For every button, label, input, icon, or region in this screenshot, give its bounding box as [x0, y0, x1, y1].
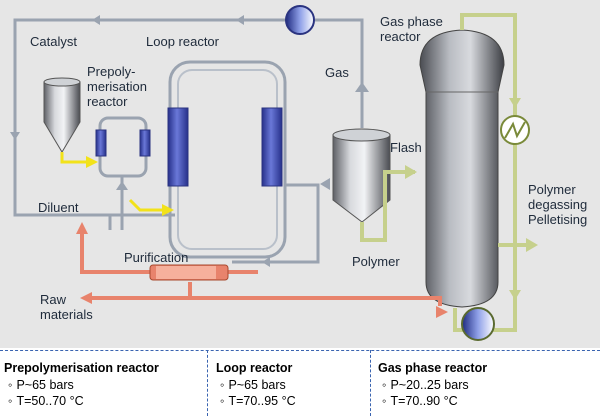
loop-reactor-jacket-left — [167, 107, 189, 187]
diluent-label: Diluent — [38, 200, 79, 215]
process-flow-svg — [10, 5, 538, 341]
prepolymerisation-reactor-label: Prepoly- merisation reactor — [87, 64, 147, 109]
table-column-loop: Loop reactor P~65 bars T=70..95 °C — [216, 351, 366, 417]
raw-materials-label: Raw materials — [40, 292, 93, 322]
loop-outlet-arrow — [320, 178, 330, 190]
column-item: P~20..25 bars — [382, 377, 578, 393]
recycle-arrow-1 — [509, 98, 521, 108]
flow-arrow-top-2 — [236, 15, 244, 25]
flash-label: Flash — [390, 140, 422, 155]
flow-arrow-left — [10, 132, 20, 140]
conditions-table: Prepolymerisation reactor P~65 bars T=50… — [0, 350, 600, 417]
gas-feed-arrow — [436, 306, 448, 318]
loop-reactor-jacket-right — [261, 107, 283, 187]
process-diagram — [0, 0, 600, 348]
column-item: T=70..95 °C — [220, 393, 366, 409]
catalyst-label: Catalyst — [30, 34, 77, 49]
table-column-prepolymerisation: Prepolymerisation reactor P~65 bars T=50… — [4, 351, 204, 417]
flash-vessel — [332, 134, 391, 223]
polymer-arrow — [405, 165, 417, 179]
raw-materials-arrow — [80, 292, 92, 304]
diluent-line — [80, 232, 442, 306]
gas-phase-reactor — [419, 29, 505, 308]
gas-arrow — [355, 82, 369, 92]
table-column-gas-phase: Gas phase reactor P~20..25 bars T=70..90… — [378, 351, 578, 417]
column-title: Loop reactor — [216, 361, 293, 375]
purification-label: Purification — [124, 250, 189, 265]
polymer-degassing-label: Polymer degassing Pelletising — [528, 182, 588, 227]
prepoly-jacket-left — [95, 129, 107, 157]
column-item: P~65 bars — [8, 377, 204, 393]
loop-outlet-line — [232, 183, 320, 264]
prepoly-arrow — [116, 181, 128, 190]
table-divider — [207, 350, 208, 416]
purif-outlet-arrow — [262, 257, 270, 267]
flow-arrow-top-1 — [92, 15, 100, 25]
diluent-connector — [108, 215, 124, 230]
diluent-arrow — [76, 222, 88, 234]
column-title: Prepolymerisation reactor — [4, 361, 159, 375]
gas-phase-reactor-label: Gas phase reactor — [380, 14, 443, 44]
prepoly-jacket-right — [139, 129, 151, 157]
column-item: P~65 bars — [220, 377, 366, 393]
loop-reactor-label: Loop reactor — [146, 34, 219, 49]
top-pump — [285, 5, 315, 35]
column-item: T=50..70 °C — [8, 393, 204, 409]
gas-label: Gas — [325, 65, 349, 80]
column-item: T=70..90 °C — [382, 393, 578, 409]
prepolymerisation-reactor-loop — [98, 116, 148, 178]
catalyst-feed-line — [60, 152, 165, 212]
polymer-line — [360, 170, 415, 242]
recycle-arrow-2 — [509, 290, 521, 300]
catalyst-hopper — [43, 81, 81, 153]
polymer-label: Polymer — [352, 254, 400, 269]
recycle-pump — [461, 307, 495, 341]
column-title: Gas phase reactor — [378, 361, 488, 375]
table-divider — [370, 350, 371, 416]
